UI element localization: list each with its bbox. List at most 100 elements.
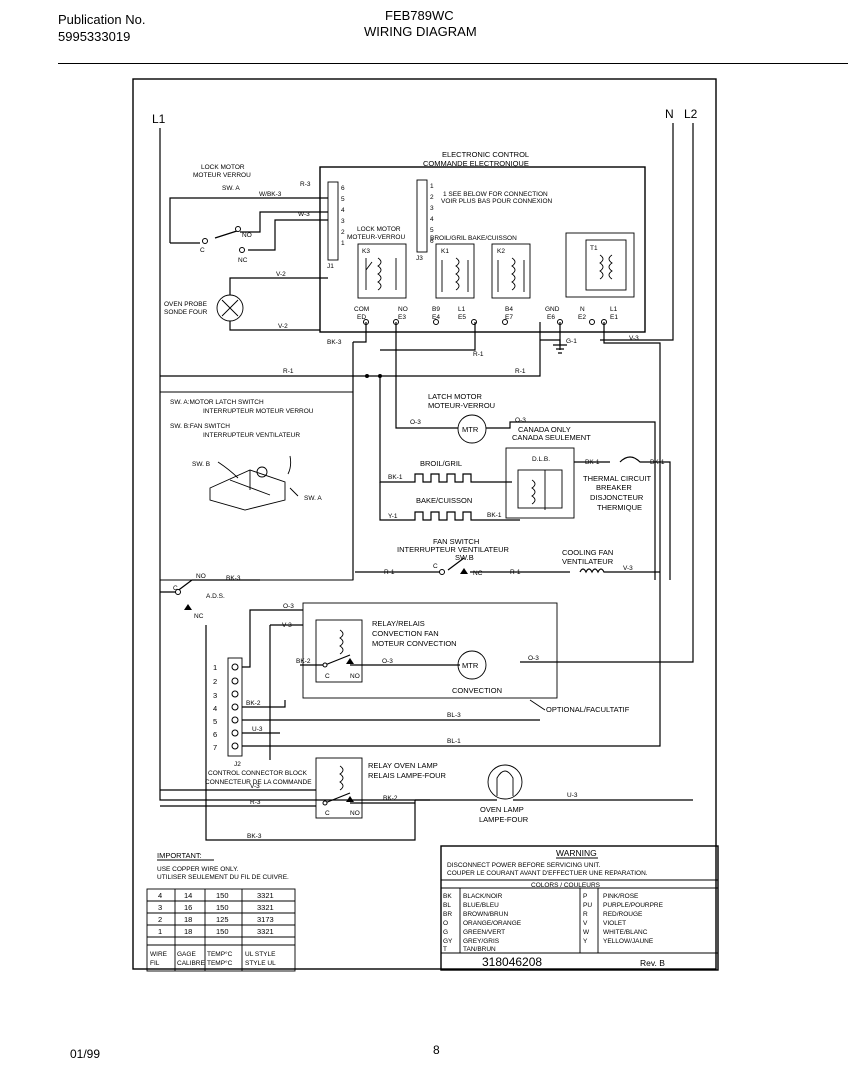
svg-text:BK-1: BK-1	[487, 512, 502, 519]
convection-box	[302, 602, 558, 699]
pin-7: 7	[213, 743, 217, 752]
svg-text:R-1: R-1	[473, 351, 484, 358]
svg-text:R-3: R-3	[300, 181, 311, 188]
svg-text:O-3: O-3	[528, 655, 539, 662]
svg-text:3321: 3321	[257, 927, 274, 936]
lamp-label-fr: LAMPE-FOUR	[479, 815, 529, 824]
svg-text:O-3: O-3	[410, 419, 421, 426]
svg-text:18: 18	[184, 915, 192, 924]
relay-convection	[315, 619, 363, 683]
pin-1: 1	[213, 663, 217, 672]
probe-label-fr: SONDE FOUR	[164, 309, 208, 316]
control-bake-broil: BROIL/GRIL BAKE/CUISSON	[430, 235, 517, 242]
svg-text:V-3: V-3	[623, 565, 633, 572]
svg-text:DISJONCTEUR: DISJONCTEUR	[590, 493, 644, 502]
svg-text:O-3: O-3	[283, 603, 294, 610]
j3-connector	[416, 179, 428, 253]
cooling-fan: COOLING FAN	[562, 548, 613, 557]
pin-3: 3	[213, 691, 217, 700]
latch-canada: CANADA ONLY	[518, 425, 571, 434]
j1-pin-1: 1	[341, 240, 345, 247]
svg-text:R-1: R-1	[384, 569, 395, 576]
relay-oven-lamp	[315, 757, 363, 819]
svg-text:18: 18	[184, 927, 192, 936]
n-bus	[600, 123, 674, 341]
relay-k3-label: K3	[362, 248, 370, 255]
svg-text:V-3: V-3	[282, 622, 292, 629]
footer-date: 01/99	[70, 1047, 101, 1061]
lock-sw-label: SW. A	[222, 185, 240, 192]
convection-label: CONVECTION	[452, 686, 502, 695]
svg-text:UL STYLE: UL STYLE	[245, 951, 276, 958]
svg-text:BK: BK	[443, 893, 452, 900]
svg-text:GREY/GRIS: GREY/GRIS	[463, 938, 500, 945]
j1-pin-4: 4	[341, 207, 345, 214]
legend-swa-fr: INTERRUPTEUR MOTEUR VERROU	[203, 408, 314, 415]
model-number: FEB789WC	[385, 8, 454, 23]
relay-c: C	[325, 673, 330, 680]
svg-text:BK-2: BK-2	[246, 700, 261, 707]
control-lock-motor-fr: MOTEUR-VERROU	[347, 234, 405, 241]
relay-k1-label: K1	[441, 248, 449, 255]
relay-k3-coil	[377, 257, 382, 291]
lock-c: C	[200, 247, 205, 254]
transformer-t1	[585, 239, 627, 291]
thermal-label: THERMAL CIRCUIT	[583, 474, 651, 483]
cooling-fan-fr: VENTILATEUR	[562, 557, 614, 566]
wire-pin1	[242, 609, 303, 668]
svg-text:TEMP°C: TEMP°C	[207, 959, 233, 967]
warning-title: WARNING	[556, 848, 597, 858]
svg-text:BK-2: BK-2	[383, 795, 398, 802]
svg-text:U-3: U-3	[252, 726, 263, 733]
header-rule	[58, 63, 848, 64]
svg-text:14: 14	[184, 891, 192, 900]
fan-title: FAN SWITCH	[433, 537, 479, 546]
svg-text:R-1: R-1	[515, 368, 526, 375]
pin-6: 6	[213, 730, 217, 739]
important-line1: USE COPPER WIRE ONLY.	[157, 866, 239, 873]
lock-nc: NC	[238, 257, 248, 264]
oven-relay-c: C	[325, 810, 330, 817]
svg-text:RED/ROUGE: RED/ROUGE	[603, 911, 643, 918]
relay-k2-coil	[511, 257, 516, 291]
terminal-b4	[502, 319, 508, 325]
svg-text:PU: PU	[583, 902, 592, 909]
block-caption: CONTROL CONNECTOR BLOCK	[208, 770, 308, 777]
control-note-fr: VOIR PLUS BAS POUR CONNEXION	[441, 198, 553, 205]
fan-c: C	[433, 563, 438, 570]
wire-gauge-table	[146, 888, 296, 972]
ads-c: C	[173, 585, 178, 592]
svg-text:U-3: U-3	[567, 792, 578, 799]
svg-text:BR: BR	[443, 911, 452, 918]
j3-label: J3	[416, 255, 423, 262]
svg-text:BLACK/NOIR: BLACK/NOIR	[463, 893, 503, 900]
ground-symbol	[553, 322, 567, 354]
n-label: N	[665, 107, 674, 121]
svg-text:3321: 3321	[257, 903, 274, 912]
footer-page: 8	[433, 1043, 440, 1057]
electronic-control-box	[319, 166, 646, 333]
pin-4: 4	[213, 704, 217, 713]
svg-text:ORANGE/ORANGE: ORANGE/ORANGE	[463, 920, 522, 927]
svg-text:R: R	[583, 911, 588, 918]
svg-text:E2: E2	[578, 314, 586, 321]
j1-pin-3: 3	[341, 218, 345, 225]
svg-text:V-3: V-3	[629, 335, 639, 342]
svg-text:BK-3: BK-3	[247, 833, 262, 840]
svg-text:BK-3: BK-3	[327, 339, 342, 346]
j3-pin-2: 2	[430, 194, 434, 201]
j1-label: J1	[327, 263, 334, 270]
svg-text:GY: GY	[443, 938, 453, 945]
svg-text:GREEN/VERT: GREEN/VERT	[463, 929, 505, 936]
svg-text:O-3: O-3	[515, 417, 526, 424]
svg-text:R-1: R-1	[510, 569, 521, 576]
pin-5: 5	[213, 717, 217, 726]
svg-text:BK-3: BK-3	[226, 575, 241, 582]
oven-relay-title: RELAY OVEN LAMP	[368, 761, 438, 770]
relay-k2	[491, 243, 531, 299]
lock-wbk-wire: W/BK-3	[259, 191, 282, 198]
latch-motor	[457, 414, 487, 444]
control-lock-motor: LOCK MOTOR	[357, 226, 401, 233]
fan-title-fr: INTERRUPTEUR VENTILATEUR	[397, 545, 510, 554]
